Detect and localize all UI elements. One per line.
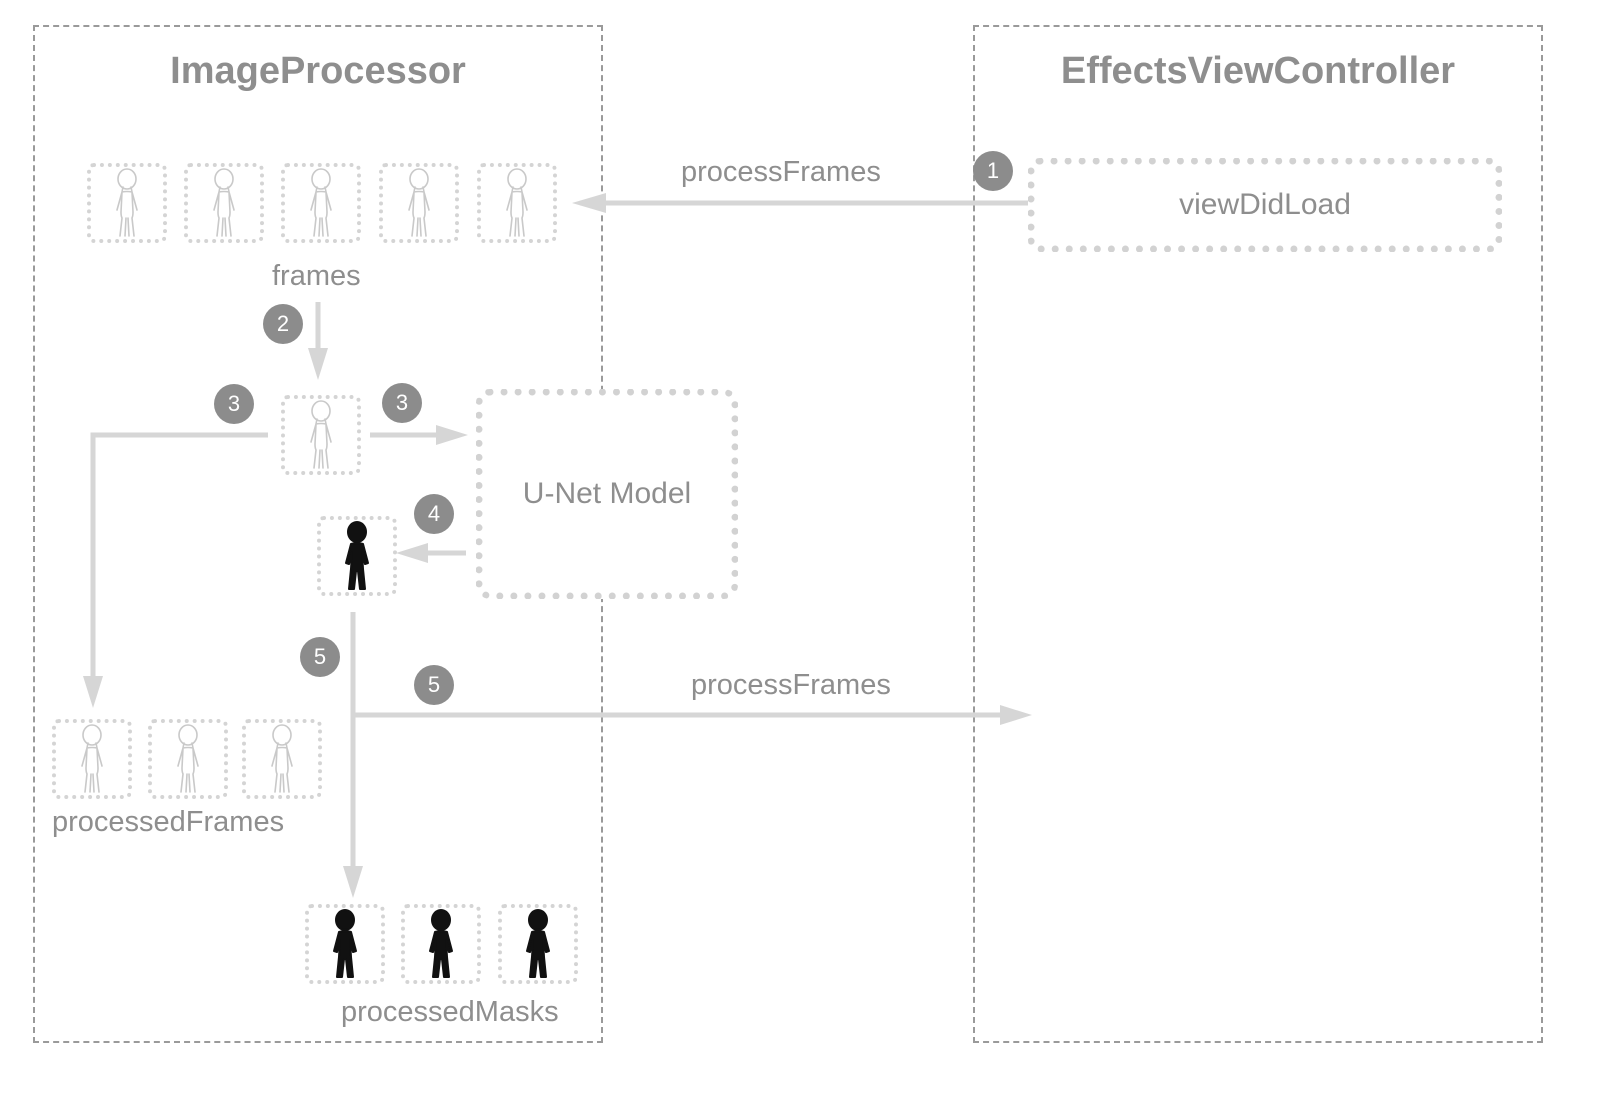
processed-masks-label: processedMasks: [341, 996, 559, 1028]
step-badge-1: 1: [973, 151, 1013, 191]
frame-thumbnail: [477, 163, 557, 243]
image-processor-title: ImageProcessor: [170, 50, 466, 92]
frame-thumbnail: [87, 163, 167, 243]
processed-frames-label: processedFrames: [52, 806, 285, 838]
step-badge-5-right: 5: [414, 665, 454, 705]
person-silhouette-icon: [333, 909, 357, 978]
processed-frame-thumbnail: [148, 719, 228, 799]
person-outline-icon: [116, 168, 138, 237]
person-outline-icon: [213, 168, 235, 237]
process-frames-top-label: processFrames: [681, 156, 881, 188]
processed-mask-thumbnail: [498, 904, 578, 984]
arrowhead-frame-to-processed: [83, 676, 103, 708]
person-outline-icon: [81, 724, 103, 793]
arrowhead-mask-down: [343, 866, 363, 898]
arrowhead-process-frames-in: [572, 193, 606, 213]
person-outline-icon: [310, 168, 332, 237]
person-silhouette-icon: [345, 521, 369, 590]
processed-frame-thumbnail: [242, 719, 322, 799]
step-badge-5-left: 5: [300, 637, 340, 677]
person-outline-icon: [177, 724, 199, 793]
person-silhouette-icon: [526, 909, 550, 978]
person-outline-icon: [408, 168, 430, 237]
person-outline-icon: [271, 724, 293, 793]
step-badge-2: 2: [263, 304, 303, 344]
arrowhead-process-frames-out: [1000, 705, 1032, 725]
processed-frame-thumbnail: [52, 719, 132, 799]
step-badge-3-left: 3: [214, 384, 254, 424]
arrowhead-unet-to-mask: [396, 543, 428, 563]
person-outline-icon: [506, 168, 528, 237]
frame-thumbnail: [184, 163, 264, 243]
current-frame: [281, 395, 361, 475]
effects-view-controller-container: [973, 25, 1543, 1043]
step-badge-3-right: 3: [382, 383, 422, 423]
processed-mask-thumbnail: [305, 904, 385, 984]
person-silhouette-icon: [429, 909, 453, 978]
frame-thumbnail: [379, 163, 459, 243]
current-mask: [317, 516, 397, 596]
view-did-load-box: viewDidLoad: [1028, 158, 1502, 252]
frames-label: frames: [272, 260, 361, 292]
arrowhead-frames-down: [308, 348, 328, 380]
person-outline-icon: [310, 400, 332, 469]
arrow-frame-to-processed: [90, 432, 268, 690]
processed-mask-thumbnail: [401, 904, 481, 984]
unet-model-box: U-Net Model: [476, 389, 738, 599]
step-badge-4: 4: [414, 494, 454, 534]
process-frames-bottom-label: processFrames: [691, 669, 891, 701]
effects-view-controller-title: EffectsViewController: [1060, 50, 1456, 92]
frame-thumbnail: [281, 163, 361, 243]
arrowhead-frame-to-unet: [436, 425, 468, 445]
